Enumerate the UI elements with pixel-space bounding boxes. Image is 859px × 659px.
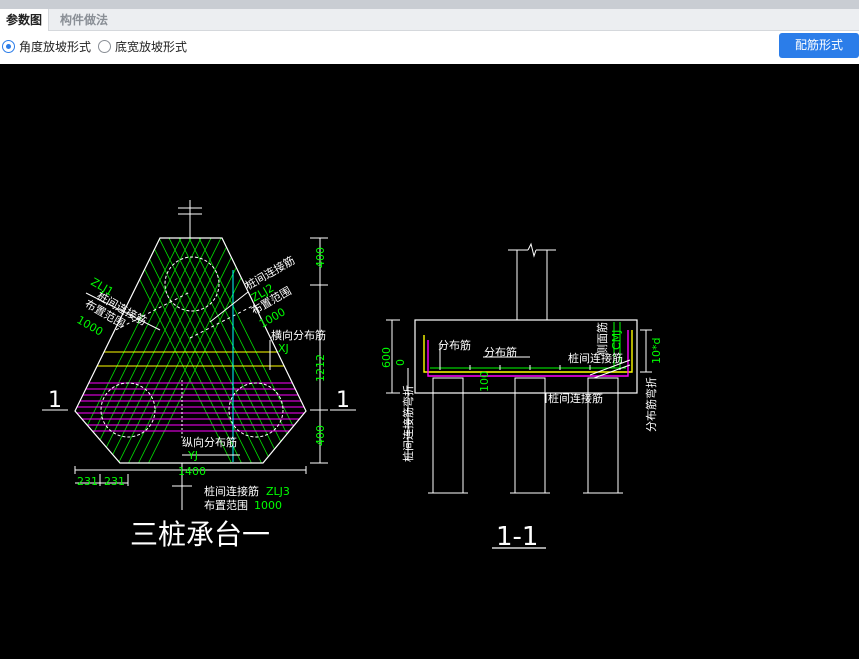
dim-mid: 1212 [314,354,327,382]
label-distribution-bar-2: 分布筋 [484,345,517,359]
section-mark-left: 1 [48,388,62,413]
dim-zero: 0 [394,359,407,366]
label-link-bend: 桩间连接筋弯折 [401,385,415,462]
label-range-3: 布置范围 [204,498,248,512]
label-longitudinal-bar: 纵向分布筋 [182,435,237,449]
plan-title: 三桩承台一 [130,518,270,551]
label-side-code: CMJ [610,330,623,350]
radio-angle-slope-label: 角度放坡形式 [19,40,92,54]
radio-selected-icon [2,40,15,53]
tab-bar: 参数图 构件做法 [0,9,859,31]
tab-component-method[interactable]: 构件做法 [60,13,109,27]
config-reinforcement-button[interactable]: 配筋形式 [779,33,859,58]
label-side-bar: 侧面筋 [595,322,609,355]
radio-width-slope[interactable]: 底宽放坡形式 [98,38,187,55]
section-title: 1-1 [496,522,538,552]
label-distribution-bend: 分布筋弯折 [644,377,658,432]
label-range-value-3: 1000 [254,499,282,512]
option-bar: 角度放坡形式 底宽放坡形式 配筋形式 [0,31,859,64]
label-distribution-bar-1: 分布筋 [438,338,471,352]
radio-unselected-icon [98,40,111,53]
radio-width-slope-label: 底宽放坡形式 [115,40,188,54]
dim-left-2: 231 [104,475,125,488]
label-link-code-3: ZLJ3 [266,485,290,498]
section-labels: 分布筋 分布筋 桩间连接筋 桩间连接筋 侧面筋 CMJ 桩间连接筋弯折 分布筋弯… [380,322,663,552]
window-top-strip [0,0,859,9]
label-transverse-code: XJ [278,342,289,355]
dim-100: 100 [478,371,491,392]
dim-bottom: 400 [314,425,327,446]
section-mark-right: 1 [336,388,350,413]
label-link-bar-top: 桩间连接筋 [568,351,623,365]
plan-labels: 桩间连接筋 ZLJ1 布置范围 1000 桩间连接筋 ZLJ2 布置范围 100… [48,247,350,551]
dim-section-height: 600 [380,347,393,368]
dim-width: 1400 [178,465,206,478]
label-longitudinal-code: YJ [187,449,198,462]
cad-drawing-canvas: 桩间连接筋 ZLJ1 布置范围 1000 桩间连接筋 ZLJ2 布置范围 100… [0,64,859,659]
cad-drawing: 桩间连接筋 ZLJ1 布置范围 1000 桩间连接筋 ZLJ2 布置范围 100… [42,200,663,552]
label-link-bar-bottom: 桩间连接筋 [548,391,603,405]
dim-left-1: 231 [77,475,98,488]
tab-parameter-drawing[interactable]: 参数图 [0,9,50,31]
dim-10d: 10*d [650,338,663,364]
radio-angle-slope[interactable]: 角度放坡形式 [2,38,91,55]
label-transverse-bar: 横向分布筋 [271,328,326,342]
dim-top: 400 [314,247,327,268]
section-1-1 [386,242,652,549]
label-link-bar-3: 桩间连接筋 [204,484,259,498]
